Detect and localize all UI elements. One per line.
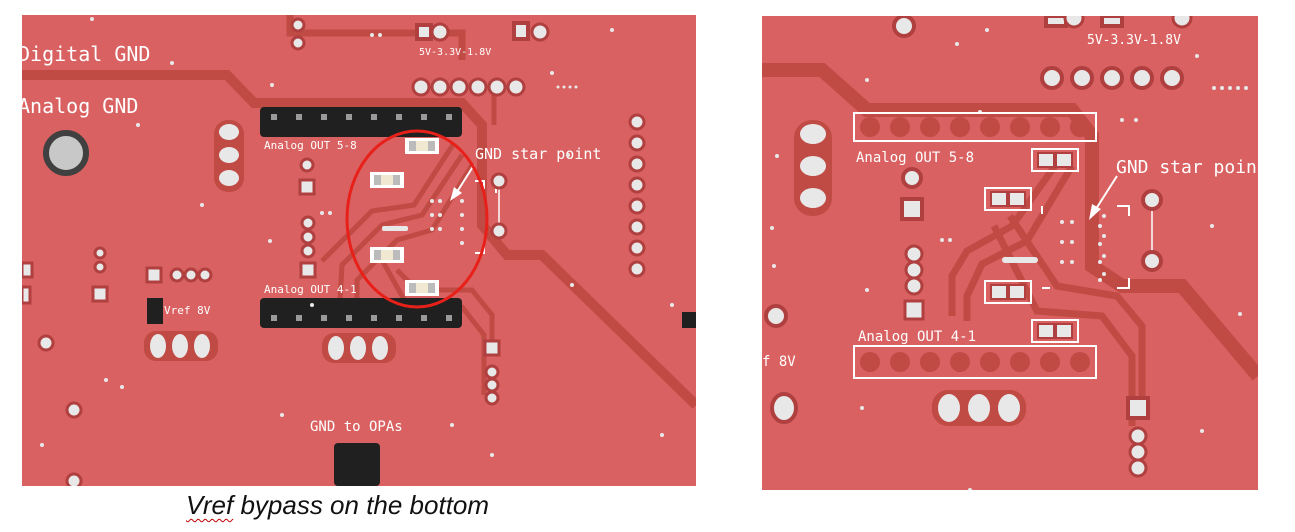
gnd-star-point-label-zoomed: GND star point: [1116, 157, 1258, 178]
misc-pads: [22, 157, 696, 486]
pcb-bottom-view-left: 5V-3.3V-1.8V Digital GND Analog GND Anal…: [22, 15, 696, 486]
ground-split-trace: [22, 70, 696, 409]
star-point-vias-zoomed: [1102, 214, 1106, 276]
vref-label: Vref 8V: [164, 304, 211, 317]
gnd-to-opas-jumper: [334, 443, 380, 486]
figure-caption: Vref bypass on the bottom: [186, 490, 489, 521]
analog-out-5-8-label: Analog OUT 5-8: [264, 139, 357, 152]
header-5-8-pads-zoomed: [860, 117, 1090, 137]
star-point-arrowhead-zoomed: [1089, 204, 1101, 220]
caption-rest: bypass on the bottom: [233, 490, 490, 520]
triple-pad-left-zoomed: [794, 120, 832, 216]
bottom-pins: [483, 339, 501, 406]
oval-pads-zoomed: [932, 390, 1026, 426]
header-5-8-pins: [271, 114, 452, 120]
analog-gnd-label: Analog GND: [22, 94, 138, 118]
star-point-arrow: [454, 164, 475, 196]
misc-pads-zoomed: [764, 167, 925, 424]
ground-split-trace-zoomed: [762, 63, 1258, 381]
bypass-capacitors-zoomed: [984, 148, 1079, 343]
bottom-pins-zoomed: [1126, 396, 1150, 478]
five-pin-row: [411, 77, 526, 97]
star-point-arrowhead: [450, 187, 462, 201]
star-point-via-bottom: [490, 222, 508, 240]
analog-out-5-8-label-zoomed: Analog OUT 5-8: [856, 150, 974, 166]
oval-pads: [144, 331, 396, 363]
power-trace: [286, 15, 466, 60]
pcb-bottom-view-zoomed: 5V-3.3V-1.8V Analog OUT 5-8 Analog OUT 4…: [762, 16, 1258, 490]
analog-out-4-1-label: Analog OUT 4-1: [264, 283, 357, 296]
header-4-1-pads-zoomed: [860, 352, 1090, 372]
digital-gnd-label: Digital GND: [22, 42, 150, 66]
highlight-ellipse: [345, 129, 489, 309]
power-rails-label-zoomed: 5V-3.3V-1.8V: [1087, 33, 1181, 48]
header-analog-out-4-1: [260, 298, 462, 328]
header-analog-out-5-8-zoomed: [853, 112, 1097, 142]
header-4-1-pins: [271, 315, 452, 321]
star-point-via-bottom-zoomed: [1141, 250, 1163, 272]
vref-label-zoomed: f 8V: [762, 354, 796, 370]
star-point-via-top: [490, 172, 508, 190]
power-header-top-zoomed: [892, 16, 1193, 38]
header-analog-out-5-8: [260, 107, 462, 137]
gnd-star-point-label: GND star point: [475, 145, 601, 163]
bypass-capacitors: [370, 138, 439, 296]
analog-out-4-1-label-zoomed: Analog OUT 4-1: [858, 329, 976, 345]
power-header-top: [290, 17, 550, 51]
five-pin-row-zoomed: [1040, 66, 1184, 90]
header-analog-out-4-1-zoomed: [853, 345, 1097, 379]
mounting-hole: [43, 130, 89, 176]
caption-vref: Vref: [186, 490, 234, 520]
star-point-via-top-zoomed: [1141, 189, 1163, 211]
via-field-zoomed: [770, 28, 1248, 490]
star-point-outline-zoomed: [1041, 205, 1130, 289]
triple-pad-left: [214, 120, 244, 192]
power-rails-label: 5V-3.3V-1.8V: [419, 47, 491, 58]
signal-traces-zoomed: [948, 153, 1146, 426]
star-point-arrow-zoomed: [1093, 175, 1118, 213]
right-via-column: [628, 113, 646, 278]
gnd-to-opas-label: GND to OPAs: [310, 419, 403, 435]
